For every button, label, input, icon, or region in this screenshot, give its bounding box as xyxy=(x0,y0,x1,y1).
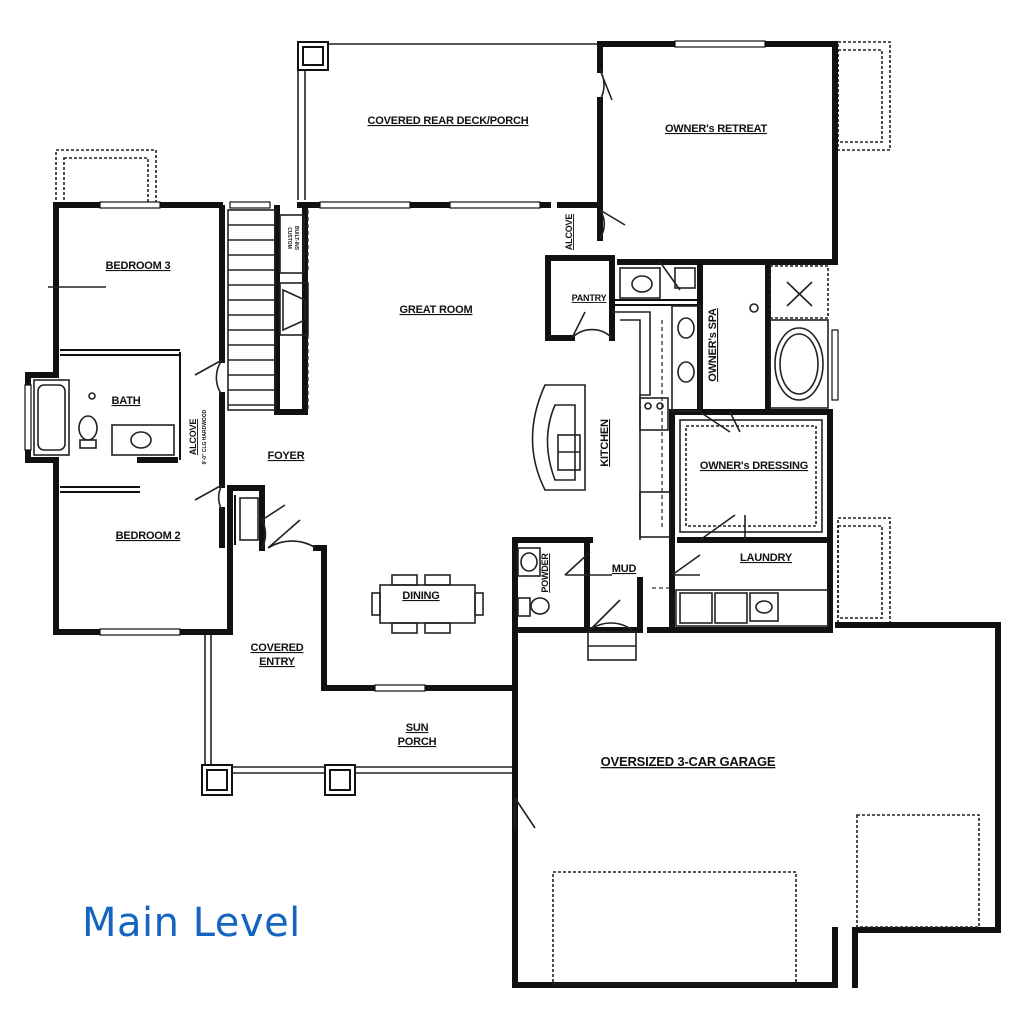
room-labels: COVERED REAR DECK/PORCH OWNER's RETREAT … xyxy=(106,115,809,769)
label-garage: OVERSIZED 3-CAR GARAGE xyxy=(601,754,776,769)
plan-title: Main Level xyxy=(82,900,301,946)
label-covered-rear-deck: COVERED REAR DECK/PORCH xyxy=(367,115,528,127)
label-kitchen: KITCHEN xyxy=(599,419,611,467)
label-custom-builtins-1: CUSTOM xyxy=(286,227,292,249)
porch-posts xyxy=(201,41,356,796)
fixtures xyxy=(33,210,980,985)
windows xyxy=(24,40,839,692)
stairs xyxy=(227,209,276,541)
label-laundry: LAUNDRY xyxy=(740,552,793,564)
label-bedroom-2: BEDROOM 2 xyxy=(116,530,181,542)
label-owners-retreat: OWNER's RETREAT xyxy=(665,123,768,135)
doors xyxy=(194,69,746,830)
label-bath: BATH xyxy=(112,395,141,407)
label-great-room: GREAT ROOM xyxy=(400,304,473,316)
walls xyxy=(25,41,1001,988)
label-sun-porch-1: SUN xyxy=(406,722,429,734)
label-sun-porch-2: PORCH xyxy=(398,736,437,748)
label-covered-entry-2: ENTRY xyxy=(259,656,296,668)
label-powder: POWDER xyxy=(540,553,550,593)
label-custom-builtins-2: BUILT-INS xyxy=(293,226,299,251)
label-foyer: FOYER xyxy=(268,450,305,462)
label-owners-spa: OWNER's SPA xyxy=(707,308,719,382)
label-alcove-left: ALCOVE xyxy=(188,419,198,456)
label-alcove-note: 9'-0" CLG HARDWOOD xyxy=(202,409,208,464)
label-mud: MUD xyxy=(612,563,637,575)
label-bedroom-3: BEDROOM 3 xyxy=(106,260,171,272)
exterior-outlines xyxy=(55,41,891,774)
label-pantry: PANTRY xyxy=(572,293,607,303)
label-covered-entry-1: COVERED xyxy=(251,642,304,654)
label-alcove-top: ALCOVE xyxy=(564,214,574,251)
label-dining: DINING xyxy=(402,590,439,602)
label-owners-dressing: OWNER's DRESSING xyxy=(700,460,808,472)
